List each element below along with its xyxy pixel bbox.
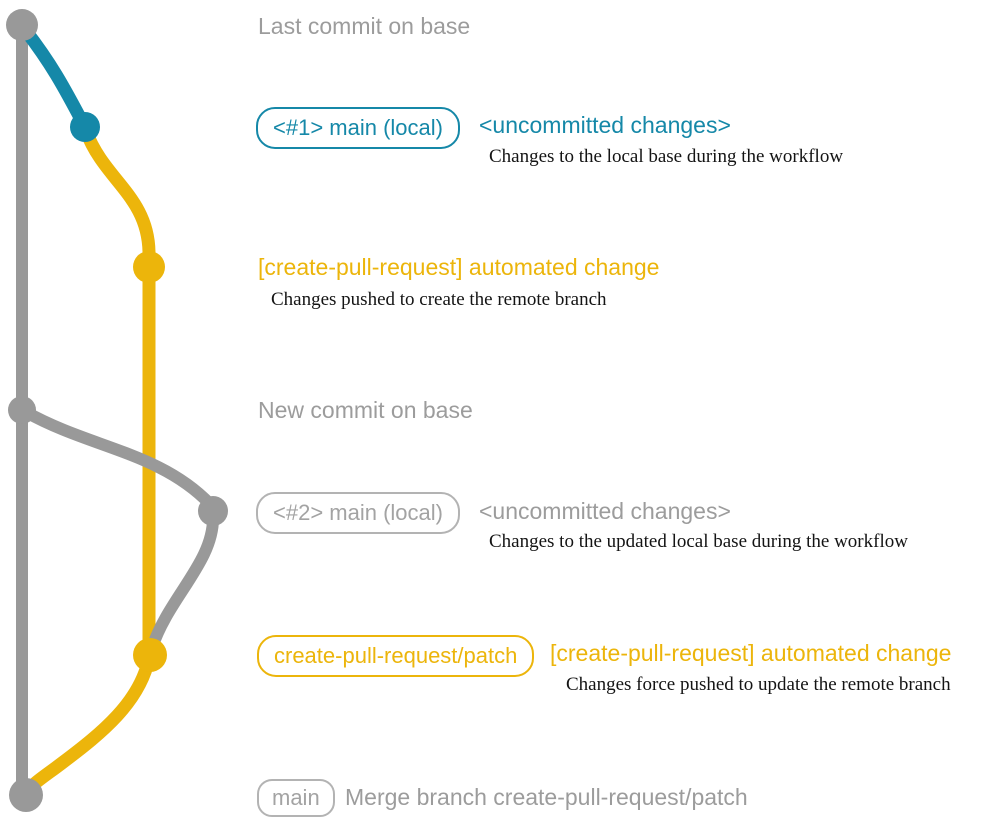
section-label-last-commit: Last commit on base <box>258 13 471 39</box>
commit-merge <box>9 778 43 812</box>
branch-badge-main-local-1: <#1> main (local) <box>256 107 460 149</box>
note-pushed-create-remote: Changes pushed to create the remote bran… <box>271 289 607 310</box>
commit-local-2 <box>198 496 228 526</box>
git-graph <box>6 9 228 812</box>
commit-automated-change-1 <box>133 251 165 283</box>
local-branch-line-2 <box>146 511 220 654</box>
commit-local-1 <box>70 112 100 142</box>
branch-badge-create-pull-request-patch: create-pull-request/patch <box>257 635 535 677</box>
create-pull-request-branch-line <box>19 124 156 800</box>
commit-last-on-base <box>6 9 38 41</box>
commit-message-automated-change-1: [create-pull-request] automated change <box>258 254 660 280</box>
note-force-pushed-update-remote: Changes force pushed to update the remot… <box>566 674 951 695</box>
base-update-branch-line <box>20 406 216 510</box>
local-branch-line-1 <box>19 24 92 134</box>
branch-badge-main: main <box>257 779 335 817</box>
commit-new-on-base <box>8 396 36 424</box>
commit-automated-change-2 <box>133 638 167 672</box>
commit-message-merge-branch: Merge branch create-pull-request/patch <box>345 784 748 810</box>
section-label-new-commit: New commit on base <box>258 397 473 423</box>
branch-badge-main-local-2: <#2> main (local) <box>256 492 460 534</box>
uncommitted-changes-label-2: <uncommitted changes> <box>479 498 731 524</box>
commit-message-automated-change-2: [create-pull-request] automated change <box>550 640 952 666</box>
note-local-base: Changes to the local base during the wor… <box>489 146 844 167</box>
uncommitted-changes-label-1: <uncommitted changes> <box>479 112 731 138</box>
note-updated-local-base: Changes to the updated local base during… <box>489 531 908 552</box>
